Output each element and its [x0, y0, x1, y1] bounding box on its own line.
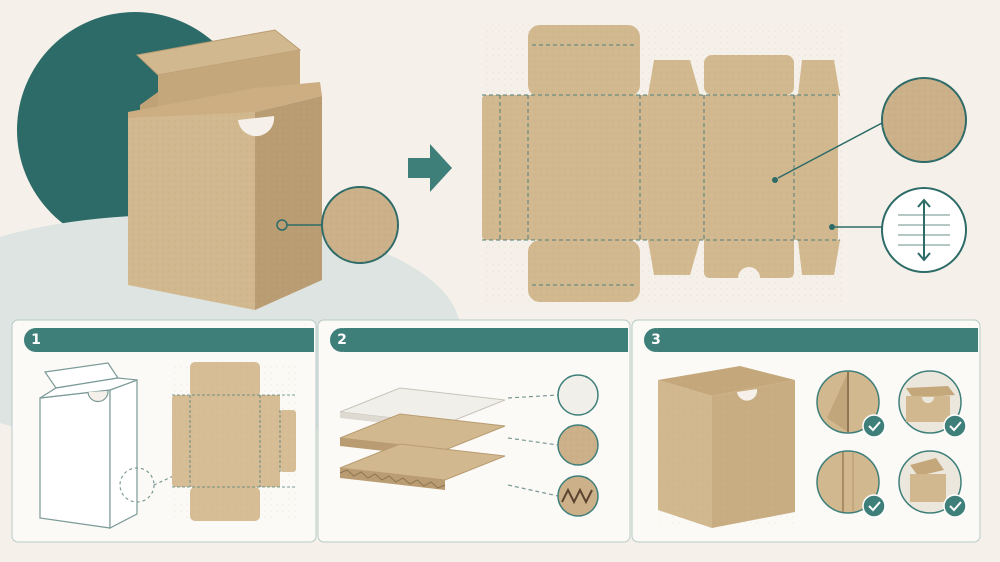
box-thumb-notch	[238, 116, 275, 137]
layer-callout-lines	[507, 394, 559, 497]
dieline-texture-callout-line	[777, 122, 883, 179]
grain-callout-anchor	[829, 224, 835, 230]
check-icon	[862, 494, 886, 518]
check-tuck-flap	[898, 450, 967, 518]
right-arrow-icon	[408, 144, 452, 192]
box-side-texture	[255, 96, 322, 310]
hero-open-box	[128, 29, 322, 310]
outline-dieline	[172, 362, 296, 522]
dieline	[482, 25, 842, 305]
board-layer-stack	[339, 387, 506, 490]
white-board-sample-icon	[557, 374, 599, 416]
dieline-fold-lines	[482, 44, 840, 286]
step-2-number: 2	[330, 328, 354, 352]
check-icon	[862, 414, 886, 438]
finished-box	[658, 366, 795, 528]
texture-magnifier-icon	[881, 77, 967, 163]
check-icon	[943, 494, 967, 518]
corrugated-flute-line	[339, 469, 446, 489]
box-front-texture	[128, 112, 255, 310]
corrugated-flute-sample-icon	[557, 475, 599, 517]
grain-direction-icon	[881, 187, 967, 273]
outline-box	[39, 362, 138, 529]
check-icon	[943, 414, 967, 438]
dieline-texture-anchor	[772, 177, 778, 183]
texture-magnifier-icon	[321, 186, 399, 264]
step-3-number: 3	[644, 328, 668, 352]
check-top-closure	[898, 370, 967, 438]
step-1-number: 1	[24, 328, 48, 352]
check-side-seam	[816, 450, 886, 518]
check-corner-fold	[816, 370, 886, 438]
kraft-board-sample-icon	[557, 424, 599, 466]
dieline-texture	[482, 25, 842, 305]
